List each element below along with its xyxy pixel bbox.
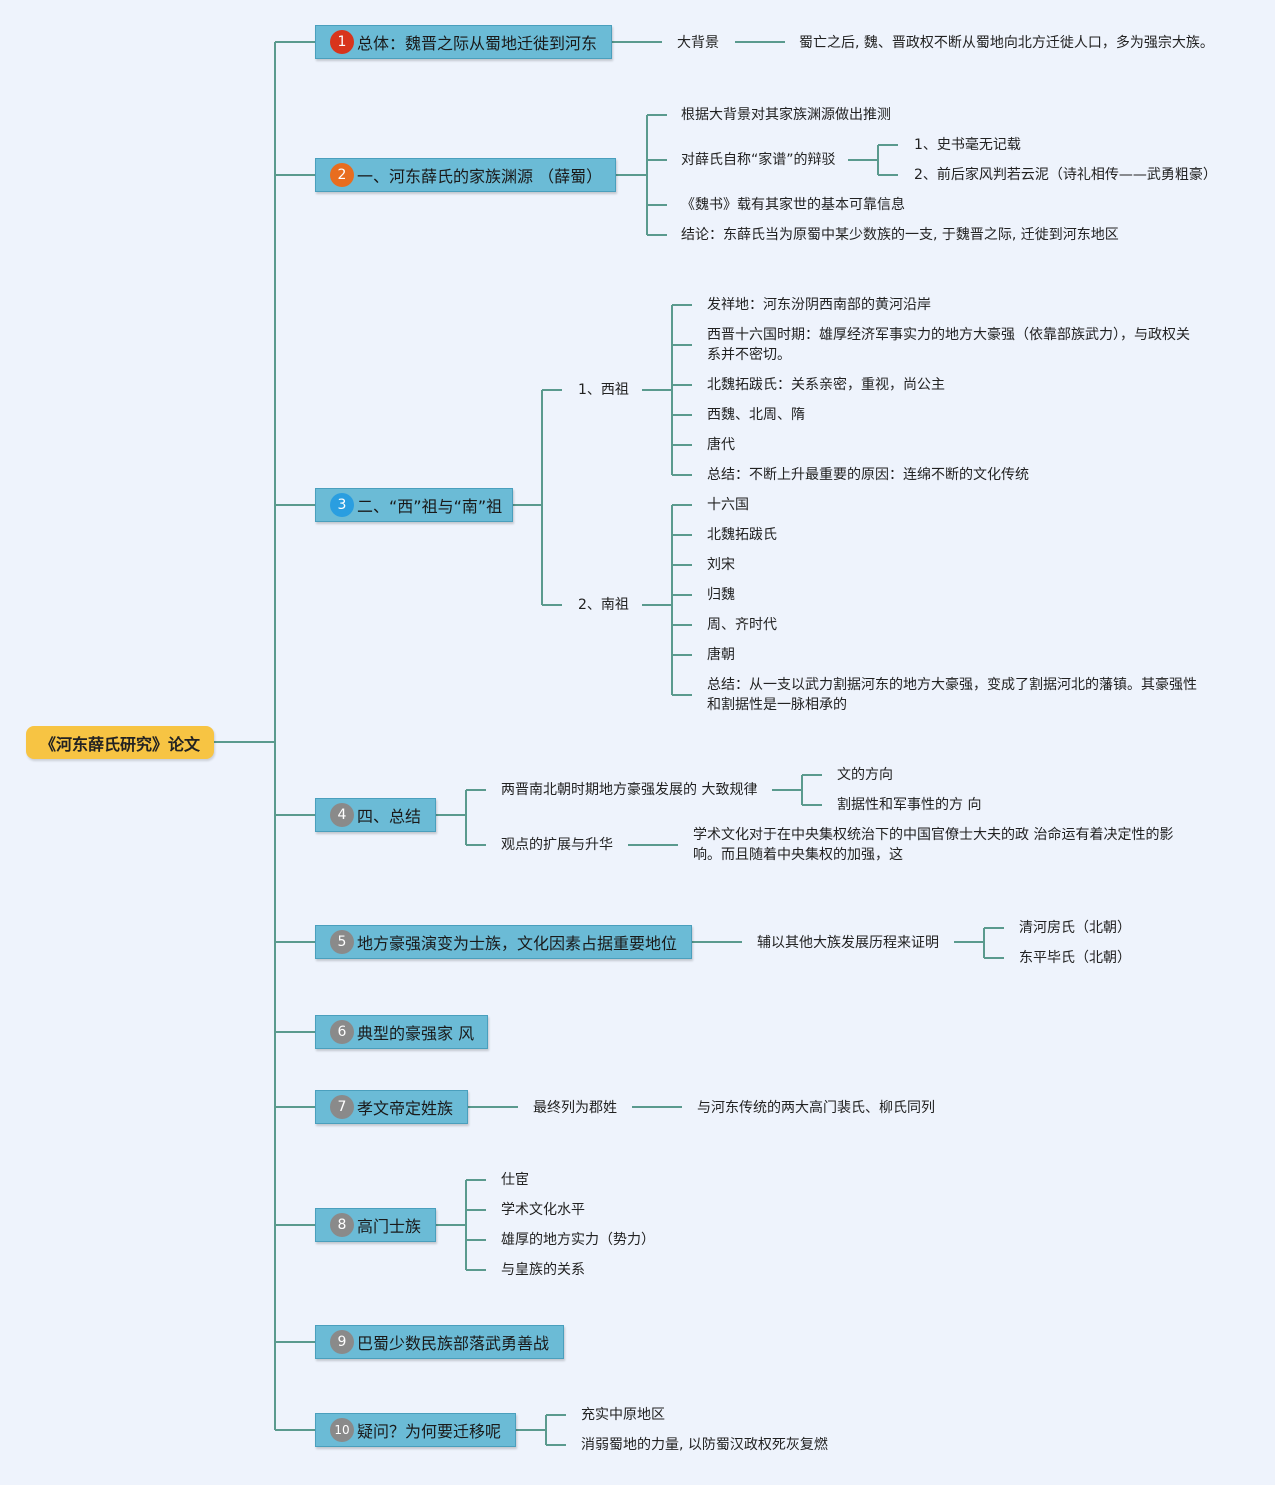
branch-8-topic[interactable]: 8 高门士族: [315, 1208, 436, 1242]
number-4-badge-icon: 4: [330, 803, 354, 827]
subtopic-node[interactable]: 两晋南北朝时期地方豪强发展的 大致规律: [501, 782, 758, 798]
detail-node[interactable]: 北魏拓跋氏：关系亲密，重视，尚公主: [707, 377, 945, 393]
subtopic-node[interactable]: 观点的扩展与升华: [501, 837, 613, 853]
detail-node[interactable]: 西晋十六国时期：雄厚经济军事实力的地方大豪强（依靠部族武力），与政权关系并不密切…: [707, 327, 1190, 363]
detail-node[interactable]: 总结：从一支以武力割据河东的地方大豪强，变成了割据河北的藩镇。其豪强性和割据性是…: [707, 677, 1197, 713]
number-3-badge-icon: 3: [330, 493, 354, 517]
detail-node[interactable]: 唐代: [707, 437, 735, 453]
subtopic-node[interactable]: 雄厚的地方实力（势力）: [501, 1232, 655, 1248]
subtopic-node[interactable]: 结论：东薛氏当为原蜀中某少数族的一支, 于魏晋之际, 迁徙到河东地区: [681, 227, 1119, 243]
detail-node[interactable]: 北魏拓跋氏: [707, 527, 777, 543]
subtopic-node[interactable]: 与皇族的关系: [501, 1262, 585, 1278]
subtopic-node[interactable]: 辅以其他大族发展历程来证明: [757, 935, 939, 951]
subtopic-node[interactable]: 根据大背景对其家族渊源做出推测: [681, 107, 891, 123]
subtopic-node[interactable]: 消弱蜀地的力量, 以防蜀汉政权死灰复燃: [581, 1437, 828, 1453]
subtopic-node[interactable]: 仕宦: [501, 1172, 529, 1188]
number-7-badge-icon: 7: [330, 1095, 354, 1119]
detail-node[interactable]: 1、史书毫无记载: [914, 137, 1021, 153]
detail-node[interactable]: 总结：不断上升最重要的原因：连绵不断的文化传统: [707, 467, 1029, 483]
branch-9-topic[interactable]: 9 巴蜀少数民族部落武勇善战: [315, 1325, 564, 1359]
branch-7-label: 孝文帝定姓族: [357, 1099, 454, 1118]
branch-4-label: 四、总结: [357, 807, 422, 826]
detail-node[interactable]: 十六国: [707, 497, 749, 513]
detail-node[interactable]: 2、前后家风判若云泥（诗礼相传——武勇粗豪）: [914, 167, 1217, 183]
number-9-badge-icon: 9: [330, 1330, 354, 1354]
branch-2-topic[interactable]: 2 一、河东薛氏的家族渊源 （薛蜀）: [315, 158, 616, 192]
detail-node[interactable]: 西魏、北周、隋: [707, 407, 805, 423]
branch-6-label: 典型的豪强家 风: [357, 1024, 475, 1043]
subtopic-node[interactable]: 对薛氏自称“家谱”的辩驳: [681, 152, 836, 168]
subtopic-node[interactable]: 学术文化水平: [501, 1202, 585, 1218]
branch-1-label: 总体：魏晋之际从蜀地迁徙到河东: [357, 34, 598, 53]
branch-3-label: 二、“西”祖与“南”祖: [357, 497, 503, 516]
branch-5-topic[interactable]: 5 地方豪强演变为士族，文化因素占据重要地位: [315, 925, 692, 959]
detail-node[interactable]: 学术文化对于在中央集权统治下的中国官僚士大夫的政 治命运有着决定性的影响。而且随…: [693, 827, 1174, 863]
branch-1-topic[interactable]: 1 总体：魏晋之际从蜀地迁徙到河东: [315, 25, 612, 59]
detail-node[interactable]: 归魏: [707, 587, 735, 603]
subtopic-node[interactable]: 《魏书》载有其家世的基本可靠信息: [681, 197, 905, 213]
branch-2-label: 一、河东薛氏的家族渊源 （薛蜀）: [357, 167, 603, 186]
branch-6-topic[interactable]: 6 典型的豪强家 风: [315, 1015, 488, 1049]
root-topic[interactable]: 《河东薛氏研究》论文: [26, 726, 214, 759]
branch-10-topic[interactable]: 10 疑问？为何要迁移呢: [315, 1413, 516, 1447]
branch-9-label: 巴蜀少数民族部落武勇善战: [357, 1334, 550, 1353]
number-2-badge-icon: 2: [330, 163, 354, 187]
subtopic-node[interactable]: 最终列为郡姓: [533, 1100, 617, 1116]
detail-node[interactable]: 唐朝: [707, 647, 735, 663]
number-1-badge-icon: 1: [330, 30, 354, 54]
south-ancestor-node[interactable]: 2、南祖: [578, 597, 629, 613]
branch-3-topic[interactable]: 3 二、“西”祖与“南”祖: [315, 488, 513, 522]
number-6-badge-icon: 6: [330, 1020, 354, 1044]
background-node[interactable]: 大背景: [677, 35, 719, 51]
detail-node[interactable]: 发祥地：河东汾阴西南部的黄河沿岸: [707, 297, 931, 313]
number-10-badge-icon: 10: [330, 1418, 354, 1442]
detail-node[interactable]: 东平毕氏（北朝）: [1019, 950, 1131, 966]
branch-4-topic[interactable]: 4 四、总结: [315, 798, 436, 832]
number-8-badge-icon: 8: [330, 1213, 354, 1237]
detail-node[interactable]: 刘宋: [707, 557, 735, 573]
branch-10-label: 疑问？为何要迁移呢: [357, 1422, 502, 1441]
detail-node[interactable]: 文的方向: [837, 767, 893, 783]
detail-node[interactable]: 清河房氏（北朝）: [1019, 920, 1131, 936]
west-ancestor-node[interactable]: 1、西祖: [578, 382, 629, 398]
detail-node[interactable]: 与河东传统的两大高门裴氏、柳氏同列: [697, 1100, 935, 1116]
branch-5-label: 地方豪强演变为士族，文化因素占据重要地位: [357, 934, 678, 953]
subtopic-node[interactable]: 充实中原地区: [581, 1407, 665, 1423]
detail-node[interactable]: 割据性和军事性的方 向: [837, 797, 982, 813]
background-detail-node[interactable]: 蜀亡之后, 魏、晋政权不断从蜀地向北方迁徙人口，多为强宗大族。: [799, 35, 1214, 51]
number-5-badge-icon: 5: [330, 930, 354, 954]
branch-7-topic[interactable]: 7 孝文帝定姓族: [315, 1090, 468, 1124]
detail-node[interactable]: 周、齐时代: [707, 617, 777, 633]
branch-8-label: 高门士族: [357, 1217, 422, 1236]
